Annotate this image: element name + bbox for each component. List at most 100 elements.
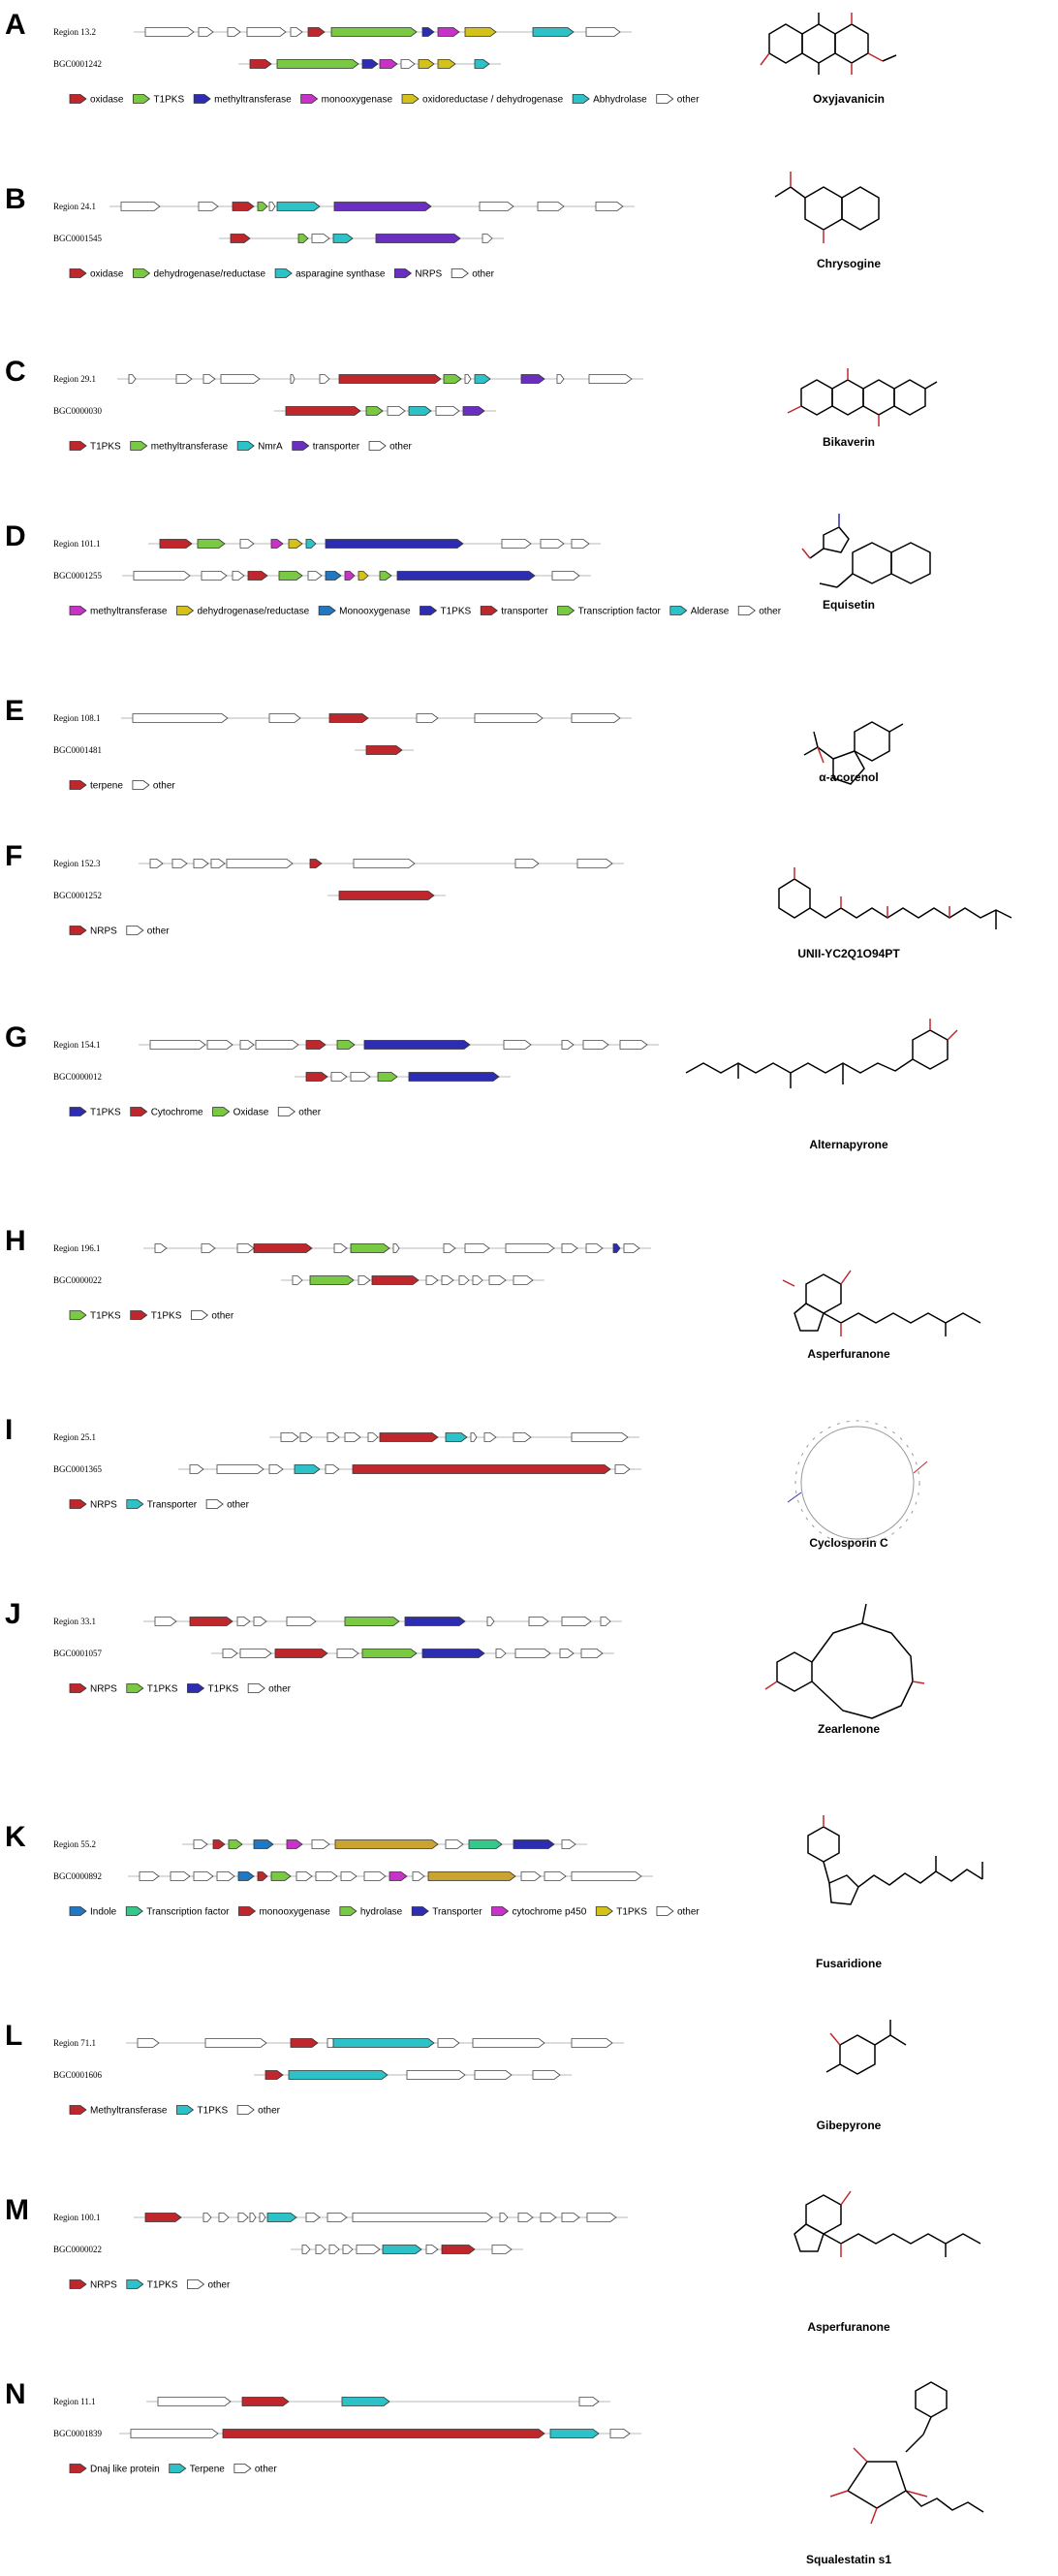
region-label: Region 55.2 <box>53 1839 96 1849</box>
legend-label: other <box>258 2106 280 2117</box>
gene-arrow-white <box>582 1040 609 1050</box>
gene-arrow-green <box>365 406 384 416</box>
gene-arrow-white <box>128 374 137 384</box>
mibig-cluster <box>281 1275 545 1285</box>
legend-label: monooxygenase <box>259 1907 330 1918</box>
gene-arrow-white <box>353 859 416 868</box>
structure-chrysogine <box>774 172 880 243</box>
region-label: Region 11.1 <box>53 2397 96 2406</box>
gene-arrow-white <box>340 1871 358 1881</box>
mibig-cluster <box>211 1649 614 1658</box>
gene-arrow-white <box>222 1649 238 1658</box>
legend-swatch <box>69 1310 87 1320</box>
gene-arrow-red <box>144 2213 182 2222</box>
gene-arrow-white <box>600 1617 611 1626</box>
legend-swatch <box>133 94 151 104</box>
gene-arrow-white <box>239 539 255 549</box>
gene-arrow-white <box>216 1464 264 1474</box>
region-label: Region 24.1 <box>53 202 96 211</box>
gene-arrow-red <box>379 1432 439 1442</box>
gene-arrow-white <box>132 713 229 723</box>
gene-arrow-white <box>363 1871 387 1881</box>
gene-arrow-white <box>171 859 188 868</box>
legend-label: dehydrogenase/reductase <box>153 269 265 280</box>
reference-cluster <box>182 1839 587 1849</box>
gene-arrow-yellow <box>437 59 456 69</box>
gene-arrow-red <box>338 374 442 384</box>
legend-label: other <box>255 2465 277 2475</box>
gene-arrow-green <box>377 1072 398 1082</box>
region-label: Region 101.1 <box>53 539 101 549</box>
gene-arrow-white <box>356 2245 381 2254</box>
legend-swatch <box>236 2105 255 2115</box>
legend-label: T1PKS <box>90 1108 121 1118</box>
gene-arrow-white <box>472 1275 483 1285</box>
legend-swatch <box>125 1906 143 1916</box>
legend-swatch <box>69 2105 87 2115</box>
gene-arrow-blue <box>237 1871 255 1881</box>
gene-arrow-white <box>280 1432 299 1442</box>
legend-swatch <box>187 2279 205 2289</box>
gene-arrow-purple <box>333 202 432 211</box>
gene-arrow-white <box>201 571 228 581</box>
panel-letter: D <box>5 520 26 552</box>
gene-arrow-blue <box>253 1839 274 1849</box>
gene-arrow-teal <box>305 539 317 549</box>
legend-label: other <box>677 95 700 106</box>
gene-arrow-red <box>309 859 323 868</box>
gene-arrow-white <box>416 713 439 723</box>
gene-arrow-blue <box>325 571 342 581</box>
reference-cluster <box>146 2397 610 2406</box>
gene-arrow-white <box>259 2213 266 2222</box>
gene-arrow-white <box>561 1839 576 1849</box>
legend-swatch <box>394 268 413 278</box>
panel-letter: A <box>5 9 26 41</box>
gene-arrow-white <box>255 1040 299 1050</box>
gene-arrow-white <box>139 1871 160 1881</box>
legend-label: Alderase <box>691 607 730 617</box>
legend-label: other <box>759 607 781 617</box>
legend-label: T1PKS <box>441 607 472 617</box>
legend-label: Transcription factor <box>578 607 662 617</box>
gene-arrow-green <box>278 571 303 581</box>
mibig-label: BGC0001252 <box>53 891 102 900</box>
legend-swatch <box>69 441 87 451</box>
gene-arrow-white <box>311 1839 330 1849</box>
gene-arrow-white <box>412 1871 425 1881</box>
legend-label: Terpene <box>190 2465 226 2475</box>
gene-arrow-white <box>514 859 540 868</box>
gene-arrow-teal <box>266 2213 297 2222</box>
gene-arrow-white <box>501 539 532 549</box>
mibig-label: BGC0001242 <box>53 59 102 69</box>
gene-arrow-red <box>352 1464 611 1474</box>
gene-arrow-white <box>239 1040 255 1050</box>
gene-arrow-white <box>202 2213 212 2222</box>
gene-arrow-white <box>144 27 195 37</box>
legend-label: Indole <box>90 1907 117 1918</box>
legend-swatch <box>411 1906 429 1916</box>
gene-arrow-white <box>328 2245 340 2254</box>
gene-arrow-navy <box>325 539 464 549</box>
legend-label: hydrolase <box>360 1907 403 1918</box>
gene-arrow-white <box>130 2429 219 2438</box>
gene-arrow-green <box>336 1040 356 1050</box>
panel-letter: M <box>5 2194 29 2226</box>
legend-label: other <box>389 442 412 453</box>
gene-arrow-navy <box>408 1072 500 1082</box>
panel-letter: B <box>5 183 26 215</box>
gene-arrow-white <box>290 27 303 37</box>
legend-swatch <box>69 1906 87 1916</box>
gene-arrow-white <box>290 374 296 384</box>
gene-arrow-green <box>309 1275 355 1285</box>
gene-arrow-red <box>365 745 403 755</box>
gene-arrow-red <box>264 2070 284 2080</box>
legend-swatch <box>212 1107 231 1116</box>
gene-arrow-white <box>137 2038 160 2048</box>
